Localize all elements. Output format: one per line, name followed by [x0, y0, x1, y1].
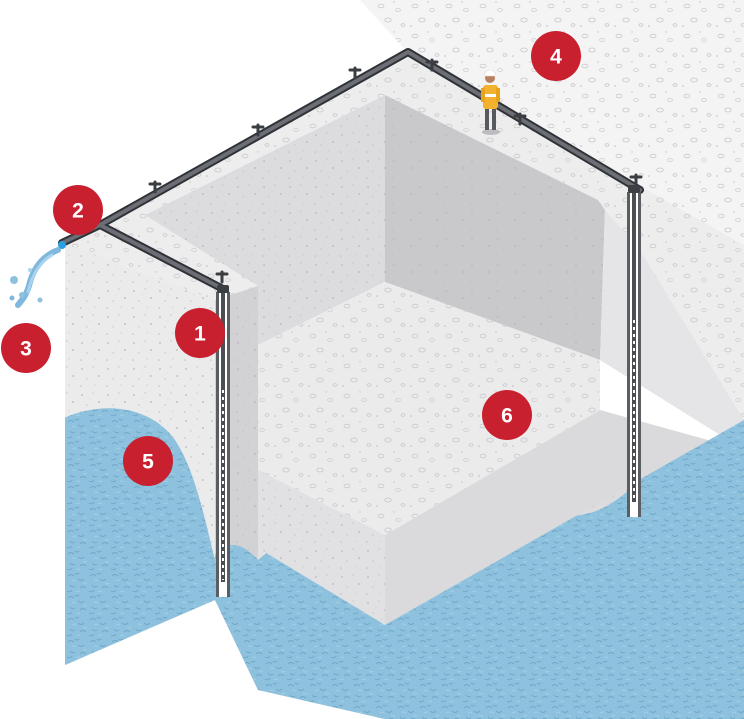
ground-surface — [65, 0, 744, 420]
callout-circle — [1, 323, 51, 373]
excavation-floor — [258, 282, 744, 625]
callout-groundwater: 5 — [123, 436, 173, 486]
water-discharge-icon — [9, 241, 66, 308]
dewatering-pipe-icon — [58, 48, 644, 294]
callout-circle — [175, 308, 225, 358]
callout-number: 6 — [501, 405, 513, 428]
callout-number: 5 — [142, 451, 154, 474]
callout-circle — [123, 436, 173, 486]
callout-circle — [53, 185, 103, 235]
callout-markers: 1 2 3 4 5 6 — [1, 31, 581, 486]
callout-number: 1 — [194, 323, 206, 346]
callout-circle — [531, 31, 581, 81]
callout-ground-surface: 4 — [531, 31, 581, 81]
callout-wellpoint: 1 — [175, 308, 225, 358]
callout-number: 2 — [72, 200, 84, 223]
callout-number: 4 — [550, 46, 562, 69]
right-soil-face — [385, 420, 744, 719]
callout-number: 3 — [20, 338, 32, 361]
callout-circle — [482, 390, 532, 440]
worker-icon — [481, 69, 500, 135]
wellpoint-icon — [216, 185, 641, 597]
callout-excavation-floor: 6 — [482, 390, 532, 440]
callout-header-pipe: 2 — [53, 185, 103, 235]
callout-discharge: 3 — [1, 323, 51, 373]
